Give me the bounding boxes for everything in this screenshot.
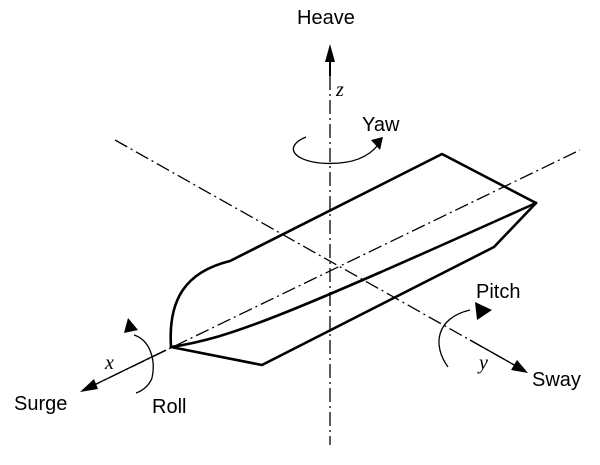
axis-variable-labels: z x y — [104, 79, 488, 374]
sway-arrowhead — [511, 360, 528, 373]
pitch-label: Pitch — [476, 281, 520, 303]
surge-arrow-line — [87, 349, 167, 389]
hull-keel-line — [169, 201, 538, 349]
pitch-rotation-arc — [438, 309, 471, 368]
surge-label: Surge — [14, 393, 67, 415]
motion-labels: Heave Yaw Pitch Sway Surge Roll — [14, 7, 581, 418]
hull-bottom-edge — [169, 201, 538, 367]
rotation-arrows — [124, 136, 492, 394]
pitch-arrowhead — [475, 302, 492, 320]
z-axis-variable: z — [335, 79, 344, 101]
yaw-label: Yaw — [362, 114, 400, 136]
ship-hull — [169, 152, 538, 367]
heave-label: Heave — [297, 7, 355, 29]
roll-rotation-arc — [133, 334, 154, 394]
hull-deck-edge — [169, 152, 538, 349]
x-axis-variable: x — [104, 352, 114, 374]
sway-arrow-line — [469, 339, 517, 367]
y-axis-line — [114, 139, 517, 367]
y-axis-variable: y — [477, 352, 488, 374]
yaw-arrowhead — [371, 137, 383, 150]
dash-dot-lines — [87, 76, 581, 445]
yaw-rotation-arc — [292, 136, 379, 165]
axis-arrows — [80, 44, 528, 392]
heave-arrowhead — [325, 44, 335, 62]
x-axis-line — [87, 149, 581, 389]
sway-label: Sway — [532, 369, 581, 391]
roll-label: Roll — [152, 396, 186, 418]
roll-arrowhead — [124, 318, 138, 333]
surge-arrowhead — [80, 379, 98, 392]
